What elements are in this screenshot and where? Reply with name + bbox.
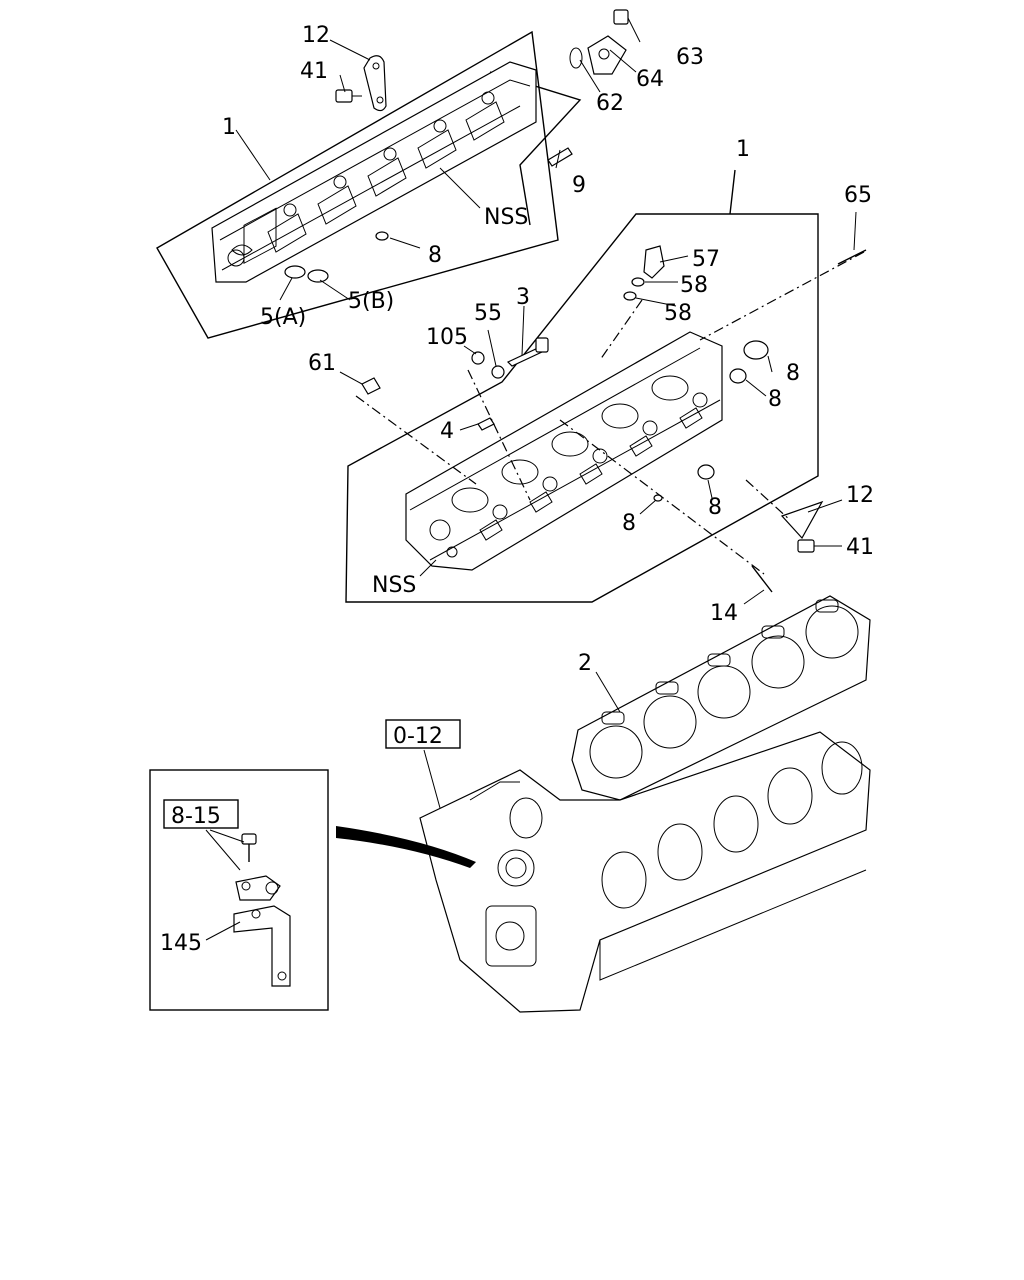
callout-8-mid-b: 8 — [768, 387, 782, 412]
middle-group-frame — [345, 169, 819, 603]
callout-4: 4 — [440, 419, 454, 444]
pointer-arrow — [336, 826, 476, 868]
callout-57: 57 — [692, 247, 720, 272]
cylinder-head-top-icon — [211, 61, 537, 283]
bracket-12-top-icon — [363, 55, 387, 112]
callout-5a: 5(A) — [260, 305, 306, 330]
middle-dash-lines — [355, 251, 865, 575]
callout-labels: 12 41 63 64 62 1 9 NSS 8 5(A) 5(B) 1 65 … — [160, 23, 874, 956]
cylinder-head-bottom-icon — [405, 331, 723, 571]
callout-41-top: 41 — [300, 59, 328, 84]
callout-1-top: 1 — [222, 115, 236, 140]
inset-parts — [233, 833, 291, 987]
callout-64: 64 — [636, 67, 664, 92]
callout-12-mid: 12 — [846, 483, 874, 508]
cover-64-icon — [569, 9, 629, 75]
callout-nss-mid: NSS — [372, 573, 416, 598]
callout-14: 14 — [710, 601, 738, 626]
upper-leaders — [235, 17, 641, 301]
callout-41-mid: 41 — [846, 535, 874, 560]
inset-frame — [149, 769, 329, 1011]
callout-63: 63 — [676, 45, 704, 70]
callout-9: 9 — [572, 173, 586, 198]
inset-leaders — [205, 829, 245, 941]
callout-61: 61 — [308, 351, 336, 376]
callout-8-mid-d: 8 — [622, 511, 636, 536]
ref-box-8-15 — [163, 799, 239, 829]
callout-1-mid: 1 — [736, 137, 750, 162]
bolt-41-top-icon — [335, 89, 362, 103]
plug-9-icon — [547, 147, 573, 167]
callout-8-mid-a: 8 — [786, 361, 800, 386]
middle-leaders — [339, 211, 857, 605]
callout-55: 55 — [474, 301, 502, 326]
ref-label-0-12[interactable]: 0-12 — [393, 724, 443, 749]
callout-5b: 5(B) — [348, 289, 394, 314]
callout-62: 62 — [596, 91, 624, 116]
leader-2 — [595, 671, 621, 713]
callout-3: 3 — [516, 285, 530, 310]
callout-8-top: 8 — [428, 243, 442, 268]
callout-65: 65 — [844, 183, 872, 208]
ref-label-8-15[interactable]: 8-15 — [171, 804, 221, 829]
callout-58b: 58 — [664, 301, 692, 326]
callout-8-mid-c: 8 — [708, 495, 722, 520]
callout-145: 145 — [160, 931, 202, 956]
callout-58a: 58 — [680, 273, 708, 298]
callout-12-top: 12 — [302, 23, 330, 48]
ref-box-0-12 — [385, 719, 461, 749]
callout-105: 105 — [426, 325, 468, 350]
head-gasket-icon — [571, 595, 871, 801]
leader-0-12 — [423, 749, 441, 809]
callout-2: 2 — [578, 651, 592, 676]
callout-nss-top: NSS — [484, 205, 528, 230]
cylinder-block-icon — [419, 731, 871, 1013]
